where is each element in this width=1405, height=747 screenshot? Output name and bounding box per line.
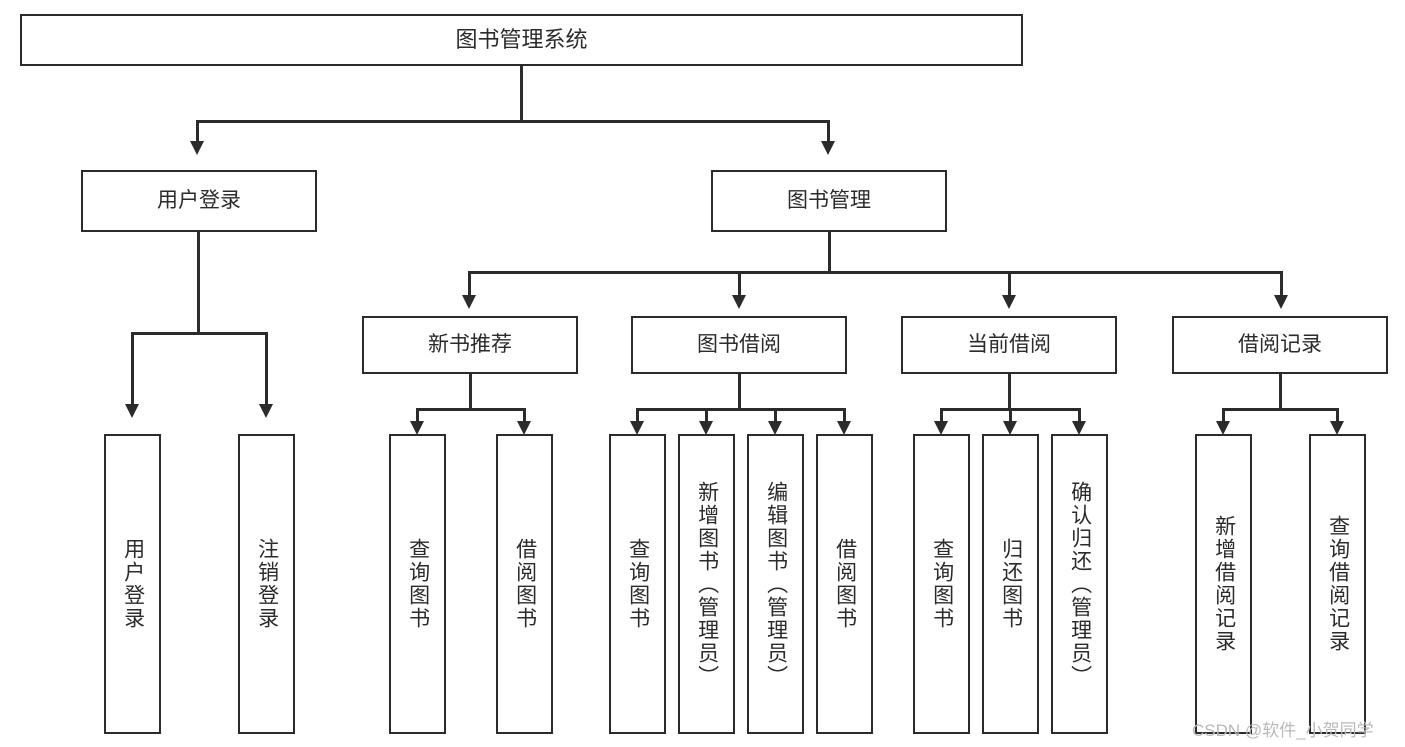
arrowhead-to-borrow-record [1274,295,1288,309]
node-user-login[interactable]: 用户登录 [81,170,317,232]
node-root-system[interactable]: 图书管理系统 [20,14,1023,66]
connector-bm-drop-1 [468,271,471,295]
node-book-management[interactable]: 图书管理 [711,170,947,232]
node-current-borrow[interactable]: 当前借阅 [901,316,1117,374]
arrowhead-user-login-leaf-1 [125,404,139,418]
node-label: 借阅记录 [1238,332,1322,356]
node-label: 图书借阅 [697,332,781,356]
node-label: 查询图书 [930,538,954,630]
node-book-borrow[interactable]: 图书借阅 [631,316,847,374]
connector-bm-drop-3 [1008,271,1011,295]
connector-bm-drop-2 [738,271,741,295]
connector-user-login-bus [131,332,268,335]
leaf-br-query-record[interactable]: 查询借阅记录 [1309,434,1366,734]
leaf-br-add-record[interactable]: 新增借阅记录 [1195,434,1252,734]
leaf-cb-confirm-return-admin[interactable]: 确认归还（管理员） [1051,434,1108,734]
connector-br-drop-1 [1222,408,1225,421]
leaf-bb-add-book-admin[interactable]: 新增图书（管理员） [678,434,735,734]
connector-nbr-drop-2 [523,408,526,421]
connector-bb-drop-2 [705,408,708,421]
connector-user-login-stem [197,232,200,332]
leaf-bb-borrow-book[interactable]: 借阅图书 [816,434,873,734]
connector-cb-stem [1008,374,1011,408]
node-new-book-recommend[interactable]: 新书推荐 [362,316,578,374]
connector-nbr-drop-1 [416,408,419,421]
node-label: 查询图书 [626,538,650,630]
leaf-cb-query-book[interactable]: 查询图书 [913,434,970,734]
arrowhead-bb-leaf-4 [837,421,851,435]
arrowhead-user-login-leaf-2 [259,404,273,418]
node-label: 用户登录 [157,188,241,212]
arrowhead-nbr-leaf-2 [517,421,531,435]
arrowhead-to-book-management [821,141,835,155]
arrowhead-br-leaf-1 [1216,421,1230,435]
connector-bb-bus [636,408,846,411]
connector-book-management-bus [468,271,1283,274]
connector-cb-drop-2 [1009,408,1012,421]
leaf-bb-query-book[interactable]: 查询图书 [609,434,666,734]
arrowhead-to-new-book-recommend [462,295,476,309]
node-borrow-record[interactable]: 借阅记录 [1172,316,1388,374]
arrowhead-to-current-borrow [1002,295,1016,309]
connector-user-login-drop-1 [131,332,134,404]
connector-root-drop-1 [196,120,199,141]
arrowhead-cb-leaf-1 [934,421,948,435]
leaf-user-login-logout[interactable]: 注销登录 [238,434,295,734]
node-label: 新增借阅记录 [1212,515,1236,653]
arrowhead-to-book-borrow [732,295,746,309]
leaf-nbr-borrow-book[interactable]: 借阅图书 [496,434,553,734]
node-label: 新增图书（管理员） [695,480,719,688]
connector-nbr-stem [469,374,472,408]
connector-bm-drop-4 [1280,271,1283,295]
arrowhead-to-user-login [190,141,204,155]
node-label: 注销登录 [255,538,279,630]
connector-user-login-drop-2 [265,332,268,404]
node-label: 新书推荐 [428,332,512,356]
node-label: 借阅图书 [833,538,857,630]
arrowhead-cb-leaf-2 [1003,421,1017,435]
arrowhead-bb-leaf-3 [768,421,782,435]
node-label: 图书管理系统 [455,27,588,53]
node-label: 编辑图书（管理员） [764,480,788,688]
node-label: 借阅图书 [513,538,537,630]
connector-cb-drop-3 [1078,408,1081,421]
arrowhead-bb-leaf-2 [699,421,713,435]
connector-root-stem [520,66,523,120]
connector-br-bus [1222,408,1339,411]
node-label: 图书管理 [787,188,871,212]
arrowhead-nbr-leaf-1 [410,421,424,435]
leaf-bb-edit-book-admin[interactable]: 编辑图书（管理员） [747,434,804,734]
arrowhead-bb-leaf-1 [630,421,644,435]
connector-root-bus [196,120,830,123]
connector-cb-drop-1 [940,408,943,421]
node-label: 用户登录 [121,538,145,630]
arrowhead-cb-leaf-3 [1072,421,1086,435]
node-label: 当前借阅 [967,332,1051,356]
leaf-user-login-login[interactable]: 用户登录 [104,434,161,734]
connector-br-drop-2 [1336,408,1339,421]
connector-bb-drop-3 [774,408,777,421]
node-label: 查询图书 [406,538,430,630]
connector-bb-drop-4 [843,408,846,421]
node-label: 查询借阅记录 [1326,515,1350,653]
connector-bb-stem [738,374,741,408]
connector-bb-drop-1 [636,408,639,421]
node-label: 归还图书 [999,538,1023,630]
arrowhead-br-leaf-2 [1330,421,1344,435]
connector-nbr-bus [416,408,526,411]
leaf-cb-return-book[interactable]: 归还图书 [982,434,1039,734]
connector-root-drop-2 [827,120,830,141]
node-label: 确认归还（管理员） [1068,480,1092,688]
connector-br-stem [1279,374,1282,408]
leaf-nbr-query-book[interactable]: 查询图书 [389,434,446,734]
connector-book-management-stem [828,232,831,271]
